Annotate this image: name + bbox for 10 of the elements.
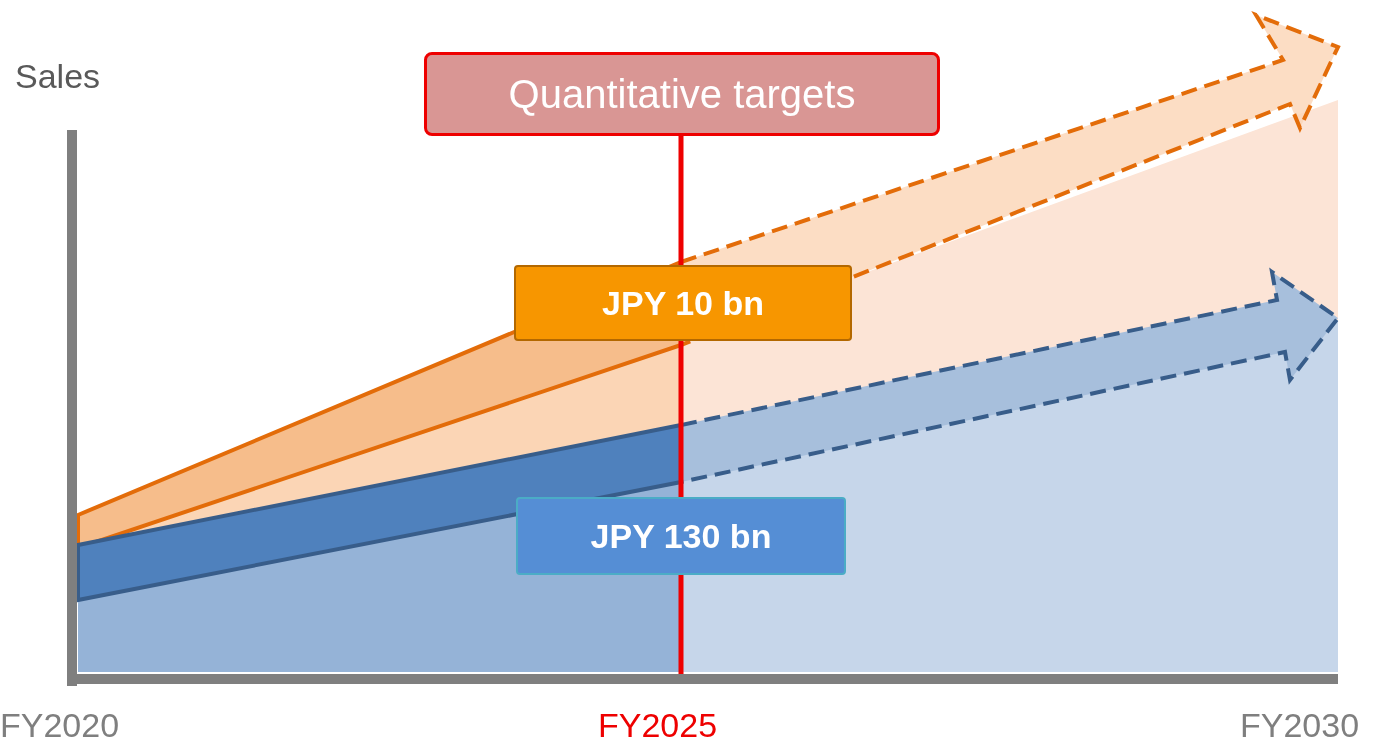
box-label: JPY 130 bn <box>590 515 772 557</box>
axis-label: FY2030 <box>1240 705 1360 746</box>
axis-title: Sales <box>15 56 101 97</box>
target-box <box>516 497 846 575</box>
target-box <box>514 265 852 341</box>
title-box <box>424 52 940 136</box>
axis-label: FY2020 <box>0 705 120 746</box>
axis-label: FY2025 <box>598 705 718 746</box>
box-label: Quantitative targets <box>508 71 856 118</box>
box-label: JPY 10 bn <box>602 282 764 324</box>
